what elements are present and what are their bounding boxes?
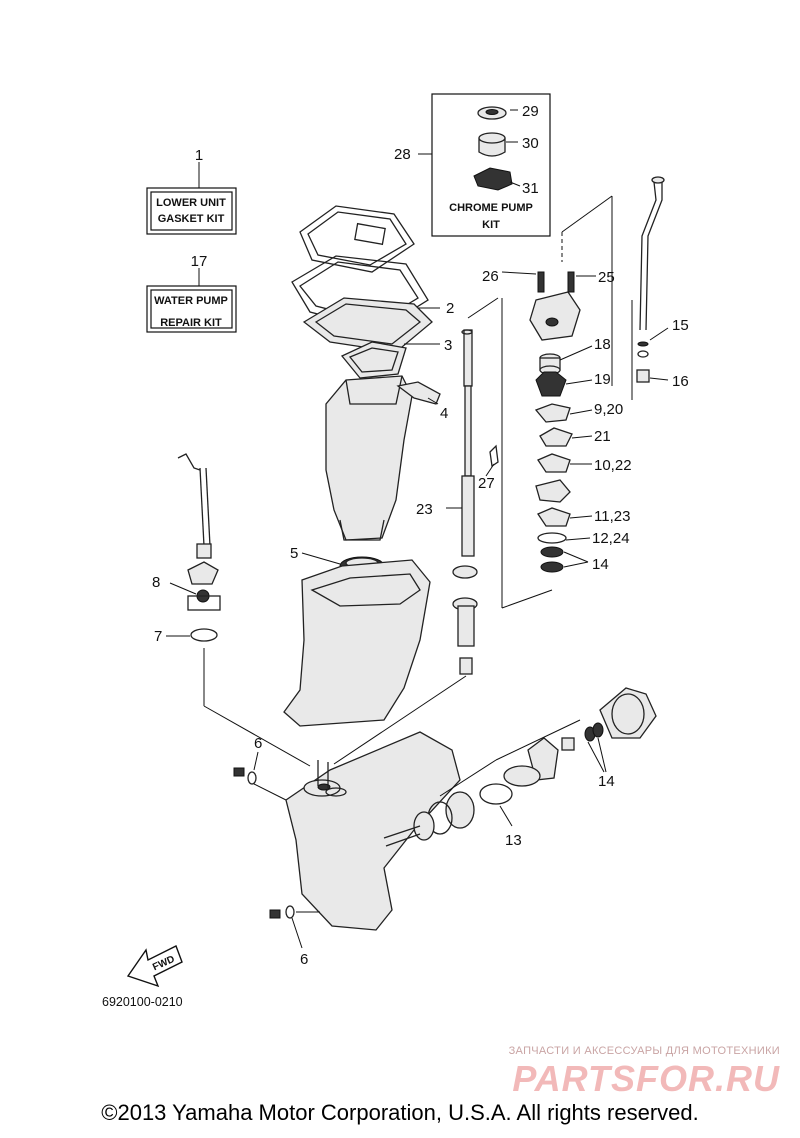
- bolts-6: [233, 751, 320, 949]
- gear-case: [285, 731, 461, 931]
- label-3: 3: [444, 337, 452, 354]
- pump-housing-shape: [529, 291, 581, 341]
- label-6-bottom: 6: [300, 951, 308, 968]
- watermark-caption: ЗАПЧАСТИ И АКСЕССУАРЫ ДЛЯ МОТОТЕХНИКИ: [508, 1045, 780, 1057]
- label-17: 17: [191, 253, 208, 270]
- o-ring-13-shape: [479, 783, 513, 805]
- water-tube: [631, 176, 669, 400]
- watermark-logo: PARTSFOR.RU: [512, 1058, 780, 1099]
- water-kit-line2: REPAIR KIT: [160, 317, 222, 329]
- label-2: 2: [446, 300, 454, 317]
- label-21: 21: [594, 428, 611, 445]
- label-13: 13: [505, 832, 522, 849]
- water-pump-kit-box: WATER PUMP REPAIR KIT: [146, 268, 237, 333]
- label-1: 1: [195, 147, 203, 164]
- water-kit-line1: WATER PUMP: [154, 295, 228, 307]
- label-30: 30: [522, 135, 539, 152]
- label-28: 28: [394, 146, 411, 163]
- gasket-kit-box: LOWER UNIT GASKET KIT: [146, 162, 237, 235]
- label-9-20: 9,20: [594, 401, 623, 418]
- diagram-code: 6920100-0210: [102, 995, 183, 1009]
- label-27: 27: [478, 475, 495, 492]
- gasket-kit-line2: GASKET KIT: [158, 213, 225, 225]
- label-7: 7: [154, 628, 162, 645]
- fwd-arrow: FWD: [126, 945, 183, 988]
- label-25: 25: [598, 269, 615, 286]
- label-26: 26: [482, 268, 499, 285]
- label-12-24: 12,24: [592, 530, 630, 547]
- label-14-shaft: 14: [598, 773, 615, 790]
- chrome-pump-kit-box: CHROME PUMP KIT: [418, 93, 551, 237]
- label-6-top: 6: [254, 735, 262, 752]
- gasket-kit-line1: LOWER UNIT: [156, 197, 226, 209]
- label-11-23: 11,23: [594, 508, 630, 525]
- key-27-shape: [489, 444, 499, 468]
- part-labels: 1 17 2 3 4 5 6 6 7 8 13 14 14 15 16 18 1…: [152, 103, 689, 968]
- chrome-kit-line1: CHROME PUMP: [449, 202, 533, 214]
- impeller-shape: [535, 371, 567, 397]
- label-4: 4: [440, 405, 448, 422]
- label-31: 31: [522, 180, 539, 197]
- bearing-housing-shape: [599, 687, 657, 739]
- lower-casing-upper: [283, 559, 431, 727]
- drive-shaft: [333, 329, 499, 765]
- shift-rod-assembly: [166, 453, 311, 767]
- label-18: 18: [594, 336, 611, 353]
- label-10-22: 10,22: [594, 457, 632, 474]
- label-14-pump: 14: [592, 556, 609, 573]
- label-29: 29: [522, 103, 539, 120]
- label-16: 16: [672, 373, 689, 390]
- o-ring-7-shape: [190, 628, 218, 642]
- upper-casing-gaskets: [291, 205, 440, 379]
- water-pump-parts: [467, 195, 613, 609]
- label-15: 15: [672, 317, 689, 334]
- copyright-notice: ©2013 Yamaha Motor Corporation, U.S.A. A…: [101, 1100, 699, 1125]
- label-5: 5: [290, 545, 298, 562]
- label-23: 23: [416, 501, 433, 518]
- drive-shaft-housing: [301, 375, 441, 576]
- label-19: 19: [594, 371, 611, 388]
- plate-31-shape: [473, 167, 513, 191]
- chrome-kit-line2: KIT: [482, 219, 500, 231]
- prop-shaft-parts: [383, 687, 657, 847]
- label-8: 8: [152, 574, 160, 591]
